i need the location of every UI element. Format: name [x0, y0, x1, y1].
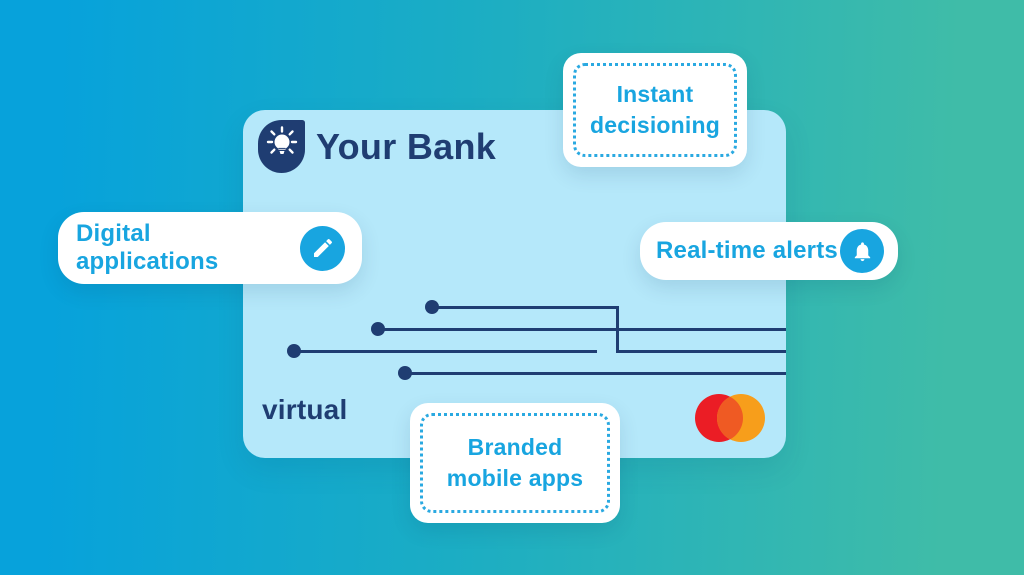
bank-logo	[258, 120, 305, 173]
circuit-line	[294, 350, 597, 353]
circuit-line	[432, 306, 617, 309]
feature-label: Branded mobile apps	[446, 433, 584, 491]
feature-label: Instant decisioning	[590, 80, 720, 138]
feature-callout-digital-applications: Digital applications	[58, 212, 362, 284]
card-type-label: virtual	[262, 394, 348, 425]
feature-callout-real-time-alerts: Real-time alerts	[640, 222, 898, 280]
circuit-line	[405, 372, 786, 375]
dashed-border-box: Instant decisioning	[573, 63, 737, 157]
feature-label: Digital applications	[76, 220, 219, 275]
pencil-icon	[300, 225, 345, 271]
circuit-line	[378, 328, 786, 331]
circuit-line	[619, 350, 786, 353]
lightbulb-icon	[265, 125, 299, 168]
mastercard-logo	[693, 393, 767, 448]
bank-name: Your Bank	[316, 125, 497, 167]
virtual-bank-card: Your Bank virtual	[243, 110, 786, 458]
dashed-border-box: Branded mobile apps	[420, 413, 610, 513]
bell-icon	[840, 229, 884, 273]
feature-callout-branded-mobile-apps: Branded mobile apps	[410, 403, 620, 523]
circuit-pattern	[243, 110, 786, 458]
feature-label: Real-time alerts	[656, 237, 838, 264]
bank-brand: Your Bank	[258, 120, 496, 173]
feature-callout-instant-decisioning: Instant decisioning	[563, 53, 747, 167]
